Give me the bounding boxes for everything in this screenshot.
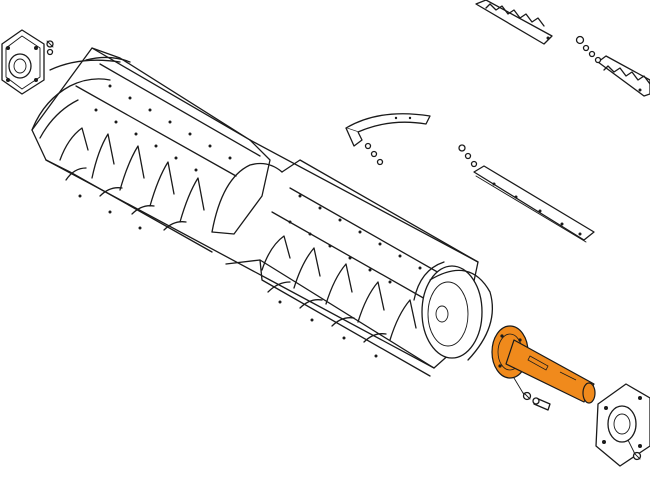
bearing-flange-left[interactable] [1, 29, 54, 95]
drum-holes [78, 84, 422, 358]
scraper-bar-right[interactable] [575, 35, 650, 97]
scraper-bar-upper[interactable] [475, 0, 553, 45]
scraper-bar-lower[interactable] [458, 144, 595, 243]
stub-shaft[interactable] [491, 325, 596, 404]
bearing-flange-right[interactable] [595, 383, 650, 467]
curved-guide[interactable] [345, 113, 431, 166]
shaft-fasteners[interactable] [513, 377, 551, 411]
auger-drum[interactable] [31, 47, 494, 377]
